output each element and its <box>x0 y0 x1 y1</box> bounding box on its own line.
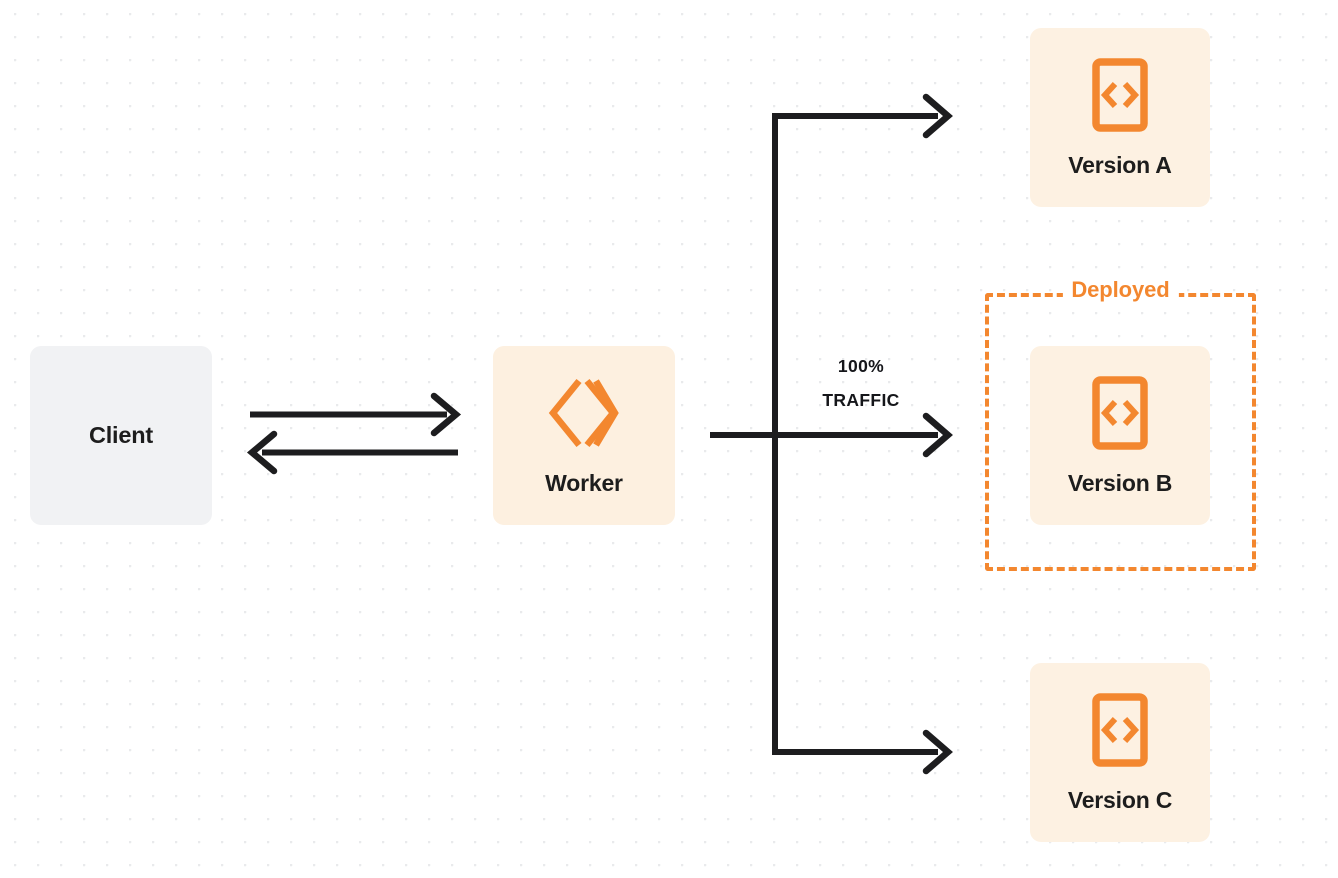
node-client[interactable]: Client <box>30 346 212 525</box>
arrow-worker-to-version-a <box>710 93 953 752</box>
code-brackets-icon <box>1092 376 1148 450</box>
node-version-c-label: Version C <box>1067 787 1173 813</box>
node-version-b[interactable]: Version B <box>1030 346 1210 525</box>
traffic-percent: 100% <box>837 356 885 376</box>
cloudflare-workers-logo-icon <box>546 376 622 450</box>
node-version-c[interactable]: Version C <box>1030 663 1210 842</box>
deployed-group: Deployed <box>985 279 1256 571</box>
node-version-a-label: Version A <box>1068 152 1172 178</box>
arrow-worker-to-client <box>246 430 458 475</box>
deployed-group-label: Deployed <box>1062 279 1179 301</box>
traffic-split-label: 100% TRAFFIC <box>793 350 929 418</box>
node-client-label: Client <box>88 421 154 448</box>
traffic-word: TRAFFIC <box>822 389 900 410</box>
code-brackets-icon <box>1092 58 1148 132</box>
arrow-worker-to-version-b <box>775 412 953 458</box>
code-brackets-icon <box>1092 693 1148 767</box>
node-worker[interactable]: Worker <box>493 346 675 525</box>
arrow-worker-to-version-c <box>772 729 953 775</box>
node-version-b-label: Version B <box>1067 470 1173 496</box>
node-version-a[interactable]: Version A <box>1030 28 1210 207</box>
arrow-client-to-worker <box>250 392 462 437</box>
node-worker-label: Worker <box>545 470 623 496</box>
